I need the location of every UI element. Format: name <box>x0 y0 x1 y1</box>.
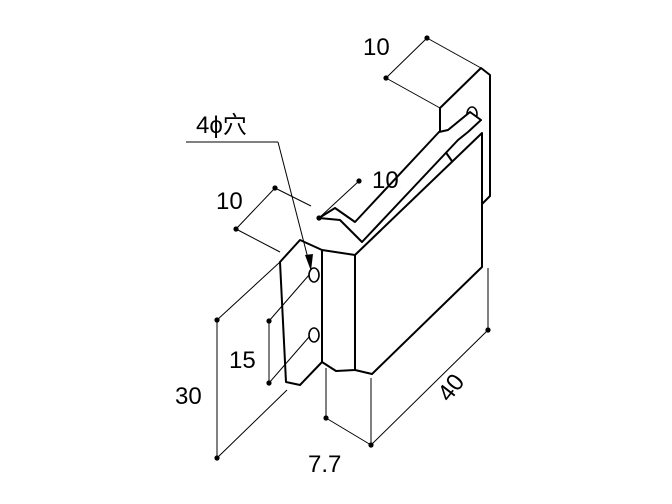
length-label: 40 <box>432 369 470 407</box>
front-side-face <box>321 249 356 372</box>
left-flange-width-label: 10 <box>216 188 243 215</box>
dimension-lines <box>186 35 491 461</box>
bracket-part <box>279 67 491 386</box>
middle-web <box>318 111 482 243</box>
hole-spacing-label: 15 <box>229 347 256 374</box>
front-flange-hole-lower <box>308 327 320 343</box>
front-flange-hole-upper <box>308 267 320 283</box>
middle-web-width-label: 10 <box>372 167 399 194</box>
height-label: 30 <box>175 383 202 410</box>
hole-callout-label: 4ϕ穴 <box>196 112 247 139</box>
thickness-offset-label: 7.7 <box>308 451 341 478</box>
top-flange-width-label: 10 <box>363 34 390 61</box>
